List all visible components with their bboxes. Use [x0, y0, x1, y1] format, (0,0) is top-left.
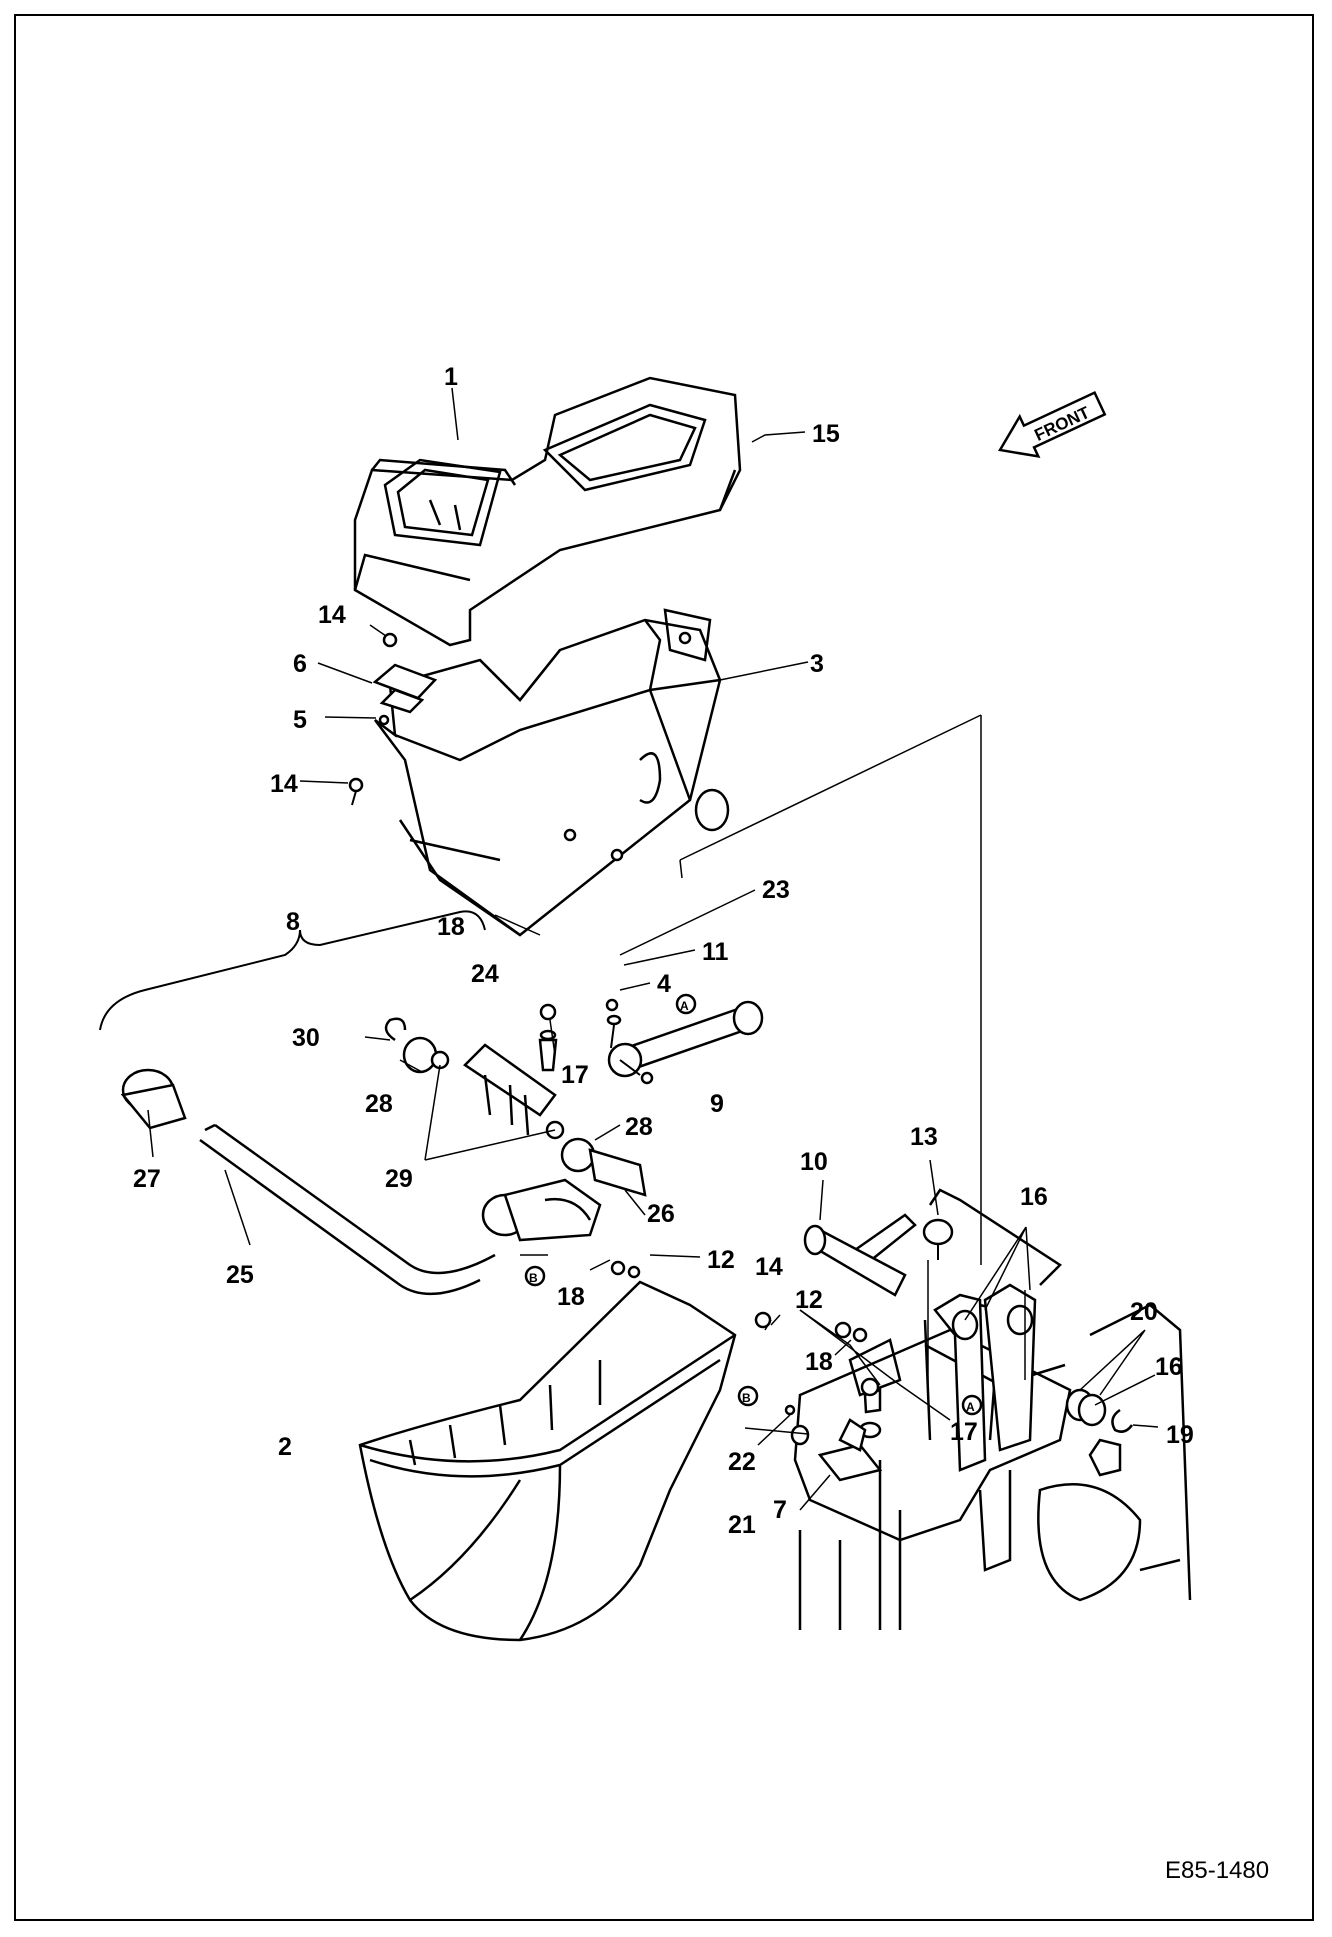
- callout-22: 22: [728, 1448, 756, 1476]
- callout-14-top: 14: [318, 601, 346, 629]
- group-brace: [99, 910, 486, 1031]
- plug-part: [922, 1218, 954, 1260]
- callout-20: 20: [1130, 1298, 1158, 1326]
- callout-7: 7: [773, 1496, 787, 1524]
- drawing-number: E85-1480: [1165, 1857, 1269, 1884]
- callout-25: 25: [226, 1261, 254, 1289]
- callout-4: 4: [657, 970, 671, 998]
- callout-5: 5: [293, 706, 307, 734]
- bracket-plate-part: [348, 632, 438, 806]
- callout-18-lower: 18: [557, 1283, 585, 1311]
- pivot-bracket-part: [384, 1017, 647, 1197]
- callout-14-right: 14: [755, 1253, 783, 1281]
- callout-labels: 1 15 14 6 3 5 14 23 8 18 11 4 24 30 17 2…: [133, 363, 1194, 1539]
- reference-markers: [524, 993, 983, 1416]
- callout-17-upper: 17: [561, 1061, 589, 1089]
- callout-23: 23: [762, 876, 790, 904]
- callout-27: 27: [133, 1165, 161, 1193]
- callout-1: 1: [444, 363, 458, 391]
- callout-18-right: 18: [805, 1348, 833, 1376]
- callout-12-right: 12: [795, 1286, 823, 1314]
- callout-28-right: 28: [625, 1113, 653, 1141]
- ring-parts: [1065, 1388, 1134, 1433]
- callout-17-lower: 17: [950, 1418, 978, 1446]
- ref-marker-a: A: [680, 999, 689, 1013]
- callout-16-top: 16: [1020, 1183, 1048, 1211]
- console-cover-part: [353, 376, 742, 647]
- callout-28-left: 28: [365, 1090, 393, 1118]
- callout-13: 13: [910, 1123, 938, 1151]
- callout-16-bottom: 16: [1155, 1353, 1183, 1381]
- console-frame-part: [374, 608, 730, 937]
- callout-19: 19: [1166, 1421, 1194, 1449]
- long-bolt-part: [803, 1224, 907, 1297]
- lever-assembly-part: [120, 1068, 602, 1296]
- callout-8: 8: [286, 908, 300, 936]
- callout-11: 11: [702, 938, 729, 966]
- ref-marker-b-second: B: [742, 1391, 751, 1405]
- ref-marker-b: B: [529, 1271, 538, 1285]
- callout-26: 26: [647, 1200, 675, 1228]
- callout-2: 2: [278, 1433, 292, 1461]
- callout-9: 9: [710, 1090, 724, 1118]
- callout-29: 29: [385, 1165, 413, 1193]
- small-hardware-parts: [538, 998, 883, 1482]
- drawing-border: [14, 14, 1314, 1921]
- callout-3: 3: [810, 650, 824, 678]
- callout-6: 6: [293, 650, 307, 678]
- callout-30: 30: [292, 1024, 320, 1052]
- ref-marker-a-second: A: [966, 1400, 975, 1414]
- callout-24: 24: [471, 960, 499, 988]
- callout-10: 10: [800, 1148, 828, 1176]
- leader-lines: [147, 387, 1159, 1511]
- callout-15: 15: [812, 420, 840, 448]
- pin-shaft-part: [607, 1000, 764, 1078]
- lower-cover-part: [358, 1280, 737, 1642]
- callout-18-upper: 18: [437, 913, 465, 941]
- callout-21: 21: [728, 1511, 756, 1539]
- callout-14-mid: 14: [270, 770, 298, 798]
- callout-12-mid: 12: [707, 1246, 735, 1274]
- front-direction-arrow: FRONT: [998, 390, 1107, 459]
